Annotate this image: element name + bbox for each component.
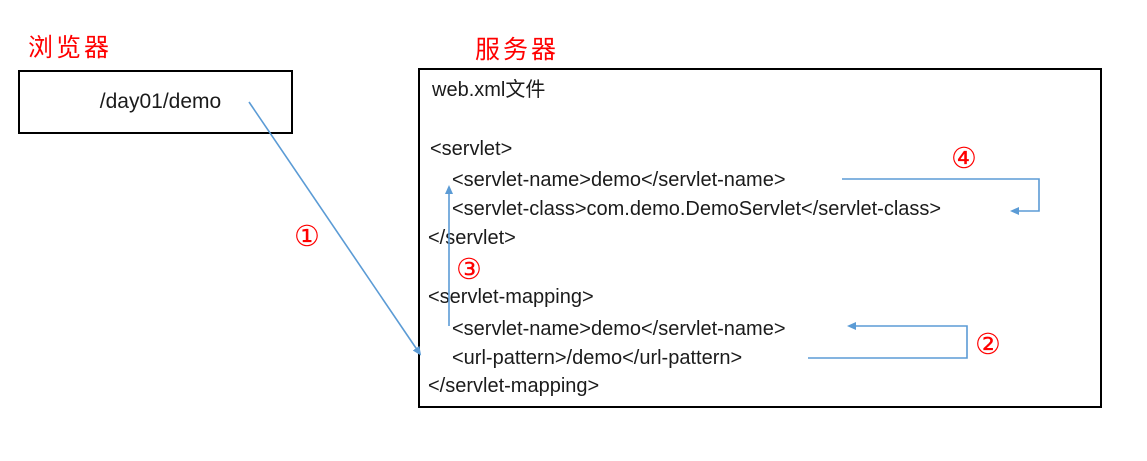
code-servlet-close-tag: </servlet> — [428, 227, 516, 249]
step-badge-4: ④ — [951, 141, 977, 175]
server-zone-label: 服务器 — [475, 37, 560, 64]
arrow-step1-request-to-urlpattern — [248, 101, 422, 356]
step-badge-1: ① — [294, 219, 320, 253]
code-servlet-class-line: <servlet-class>com.demo.DemoServlet</ser… — [452, 198, 942, 220]
code-servlet-open-tag: <servlet> — [430, 138, 513, 160]
code-mapping-close-tag: </servlet-mapping> — [428, 375, 600, 397]
webxml-file-title: web.xml文件 — [432, 79, 546, 101]
browser-request-box: /day01/demo — [18, 70, 293, 134]
server-webxml-box — [418, 68, 1102, 408]
code-servlet-name-line: <servlet-name>demo</servlet-name> — [452, 169, 786, 191]
step-badge-3: ③ — [456, 252, 482, 286]
code-mapping-open-tag: <servlet-mapping> — [428, 286, 594, 308]
browser-zone-label: 浏览器 — [28, 35, 113, 62]
step-badge-2: ② — [975, 327, 1001, 361]
request-url-text: /day01/demo — [99, 90, 222, 113]
code-url-pattern-line: <url-pattern>/demo</url-pattern> — [452, 347, 743, 369]
code-mapping-servlet-name-line: <servlet-name>demo</servlet-name> — [452, 318, 786, 340]
